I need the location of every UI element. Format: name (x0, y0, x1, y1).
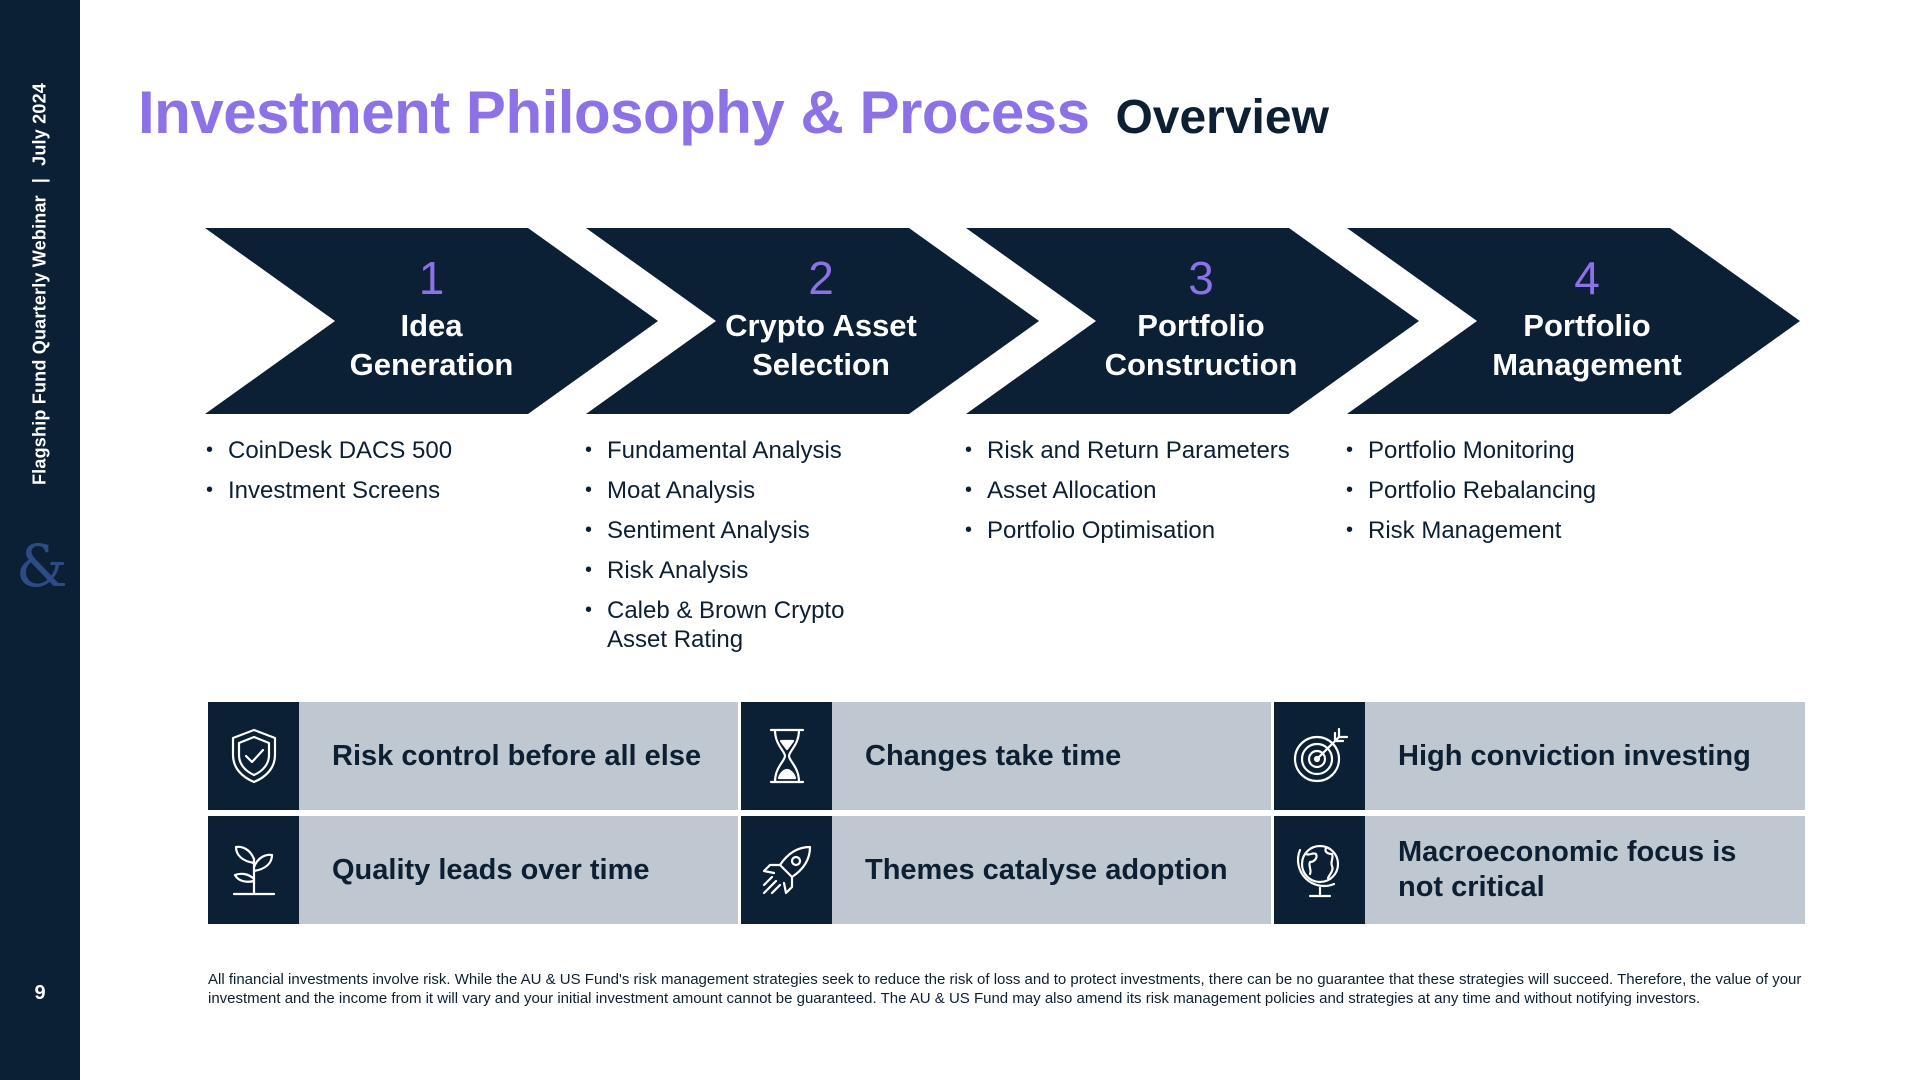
principle-label: Quality leads over time (332, 853, 650, 886)
chevron-shape (205, 228, 658, 414)
process-step-3: 3 Portfolio Construction (966, 228, 1424, 414)
step-heading: 3 Portfolio Construction (1081, 252, 1321, 384)
principle-quality: Quality leads over time (208, 816, 738, 924)
principle-label: Macroeconomic focus is not critical (1398, 836, 1737, 903)
title-sub: Overview (1115, 91, 1329, 144)
list-item: Risk Analysis (585, 556, 885, 585)
list-item: Asset Allocation (965, 476, 1325, 505)
step-title-line1: Portfolio (1523, 308, 1651, 343)
step-number: 4 (1574, 252, 1600, 304)
target-icon (1274, 702, 1365, 810)
step-number: 1 (418, 252, 445, 304)
hourglass-icon (741, 702, 832, 810)
chevron-shape (1347, 228, 1800, 414)
principle-label: High conviction investing (1398, 739, 1751, 772)
list-item: Portfolio Monitoring (1346, 436, 1706, 465)
step-heading: 2 Crypto Asset Selection (696, 252, 946, 384)
principle-label-box: Changes take time (832, 702, 1271, 810)
principle-label: Risk control before all else (332, 739, 702, 772)
principle-label: Themes catalyse adoption (865, 853, 1228, 886)
principle-changes-time: Changes take time (741, 702, 1271, 810)
list-item: Portfolio Rebalancing (1346, 476, 1706, 505)
event-date: July 2024 (29, 82, 50, 166)
step-4-bullets: Portfolio Monitoring Portfolio Rebalanci… (1346, 436, 1706, 556)
list-item: Caleb & Brown Crypto Asset Rating (585, 596, 885, 654)
principle-label-box: High conviction investing (1365, 702, 1805, 810)
principle-label: Changes take time (865, 739, 1122, 772)
step-heading: 1 Idea Generation (335, 252, 528, 384)
step-title-line2: Management (1492, 347, 1682, 382)
step-title-line1: Crypto Asset (725, 308, 917, 343)
principle-label-box: Macroeconomic focus is not critical (1365, 816, 1805, 924)
process-step-1: 1 Idea Generation (205, 228, 663, 414)
sidebar: Flagship Fund Quarterly Webinar | July 202… (0, 0, 80, 1080)
globe-icon (1274, 816, 1365, 924)
principles-grid: Risk control before all else Changes tak… (208, 702, 1805, 924)
list-item: Fundamental Analysis (585, 436, 885, 465)
page-title: Investment Philosophy & Process Overview (138, 78, 1329, 147)
page-number: 9 (34, 982, 46, 1004)
caption-separator: | (29, 177, 50, 184)
process-step-2: 2 Crypto Asset Selection (586, 228, 1044, 414)
list-item: Sentiment Analysis (585, 516, 885, 545)
process-step-4: 4 Portfolio Management (1347, 228, 1805, 414)
step-title-line2: Generation (349, 347, 514, 382)
list-item: Moat Analysis (585, 476, 885, 505)
step-title-line1: Idea (400, 308, 463, 343)
step-heading: 4 Portfolio Management (1467, 252, 1707, 384)
chevron-shape (586, 228, 1039, 414)
principle-label-box: Quality leads over time (299, 816, 738, 924)
step-1-bullets: CoinDesk DACS 500 Investment Screens (206, 436, 546, 516)
principle-risk-control: Risk control before all else (208, 702, 738, 810)
step-2-bullets: Fundamental Analysis Moat Analysis Senti… (585, 436, 885, 665)
principle-themes: Themes catalyse adoption (741, 816, 1271, 924)
principle-label-box: Themes catalyse adoption (832, 816, 1271, 924)
principle-high-conviction: High conviction investing (1274, 702, 1805, 810)
principle-label-box: Risk control before all else (299, 702, 738, 810)
event-name: Flagship Fund Quarterly Webinar (29, 195, 50, 486)
step-title-line2: Selection (752, 347, 890, 382)
ampersand-logo-icon: & (16, 532, 68, 600)
disclaimer-text: All financial investments involve risk. … (208, 971, 1802, 1007)
step-number: 3 (1188, 252, 1214, 304)
rocket-icon (741, 816, 832, 924)
list-item: Investment Screens (206, 476, 546, 505)
sidebar-caption: Flagship Fund Quarterly Webinar | July 202… (30, 83, 51, 485)
list-item: Risk and Return Parameters (965, 436, 1325, 465)
step-3-bullets: Risk and Return Parameters Asset Allocat… (965, 436, 1325, 556)
seedling-icon (208, 816, 299, 924)
chevron-shape (966, 228, 1419, 414)
step-number: 2 (808, 252, 834, 304)
list-item: Portfolio Optimisation (965, 516, 1325, 545)
shield-check-icon (208, 702, 299, 810)
step-title-line2: Construction (1104, 347, 1298, 382)
title-main: Investment Philosophy & Process (138, 79, 1090, 146)
principle-macro: Macroeconomic focus is not critical (1274, 816, 1805, 924)
list-item: Risk Management (1346, 516, 1706, 545)
list-item: CoinDesk DACS 500 (206, 436, 546, 465)
step-title-line1: Portfolio (1137, 308, 1265, 343)
